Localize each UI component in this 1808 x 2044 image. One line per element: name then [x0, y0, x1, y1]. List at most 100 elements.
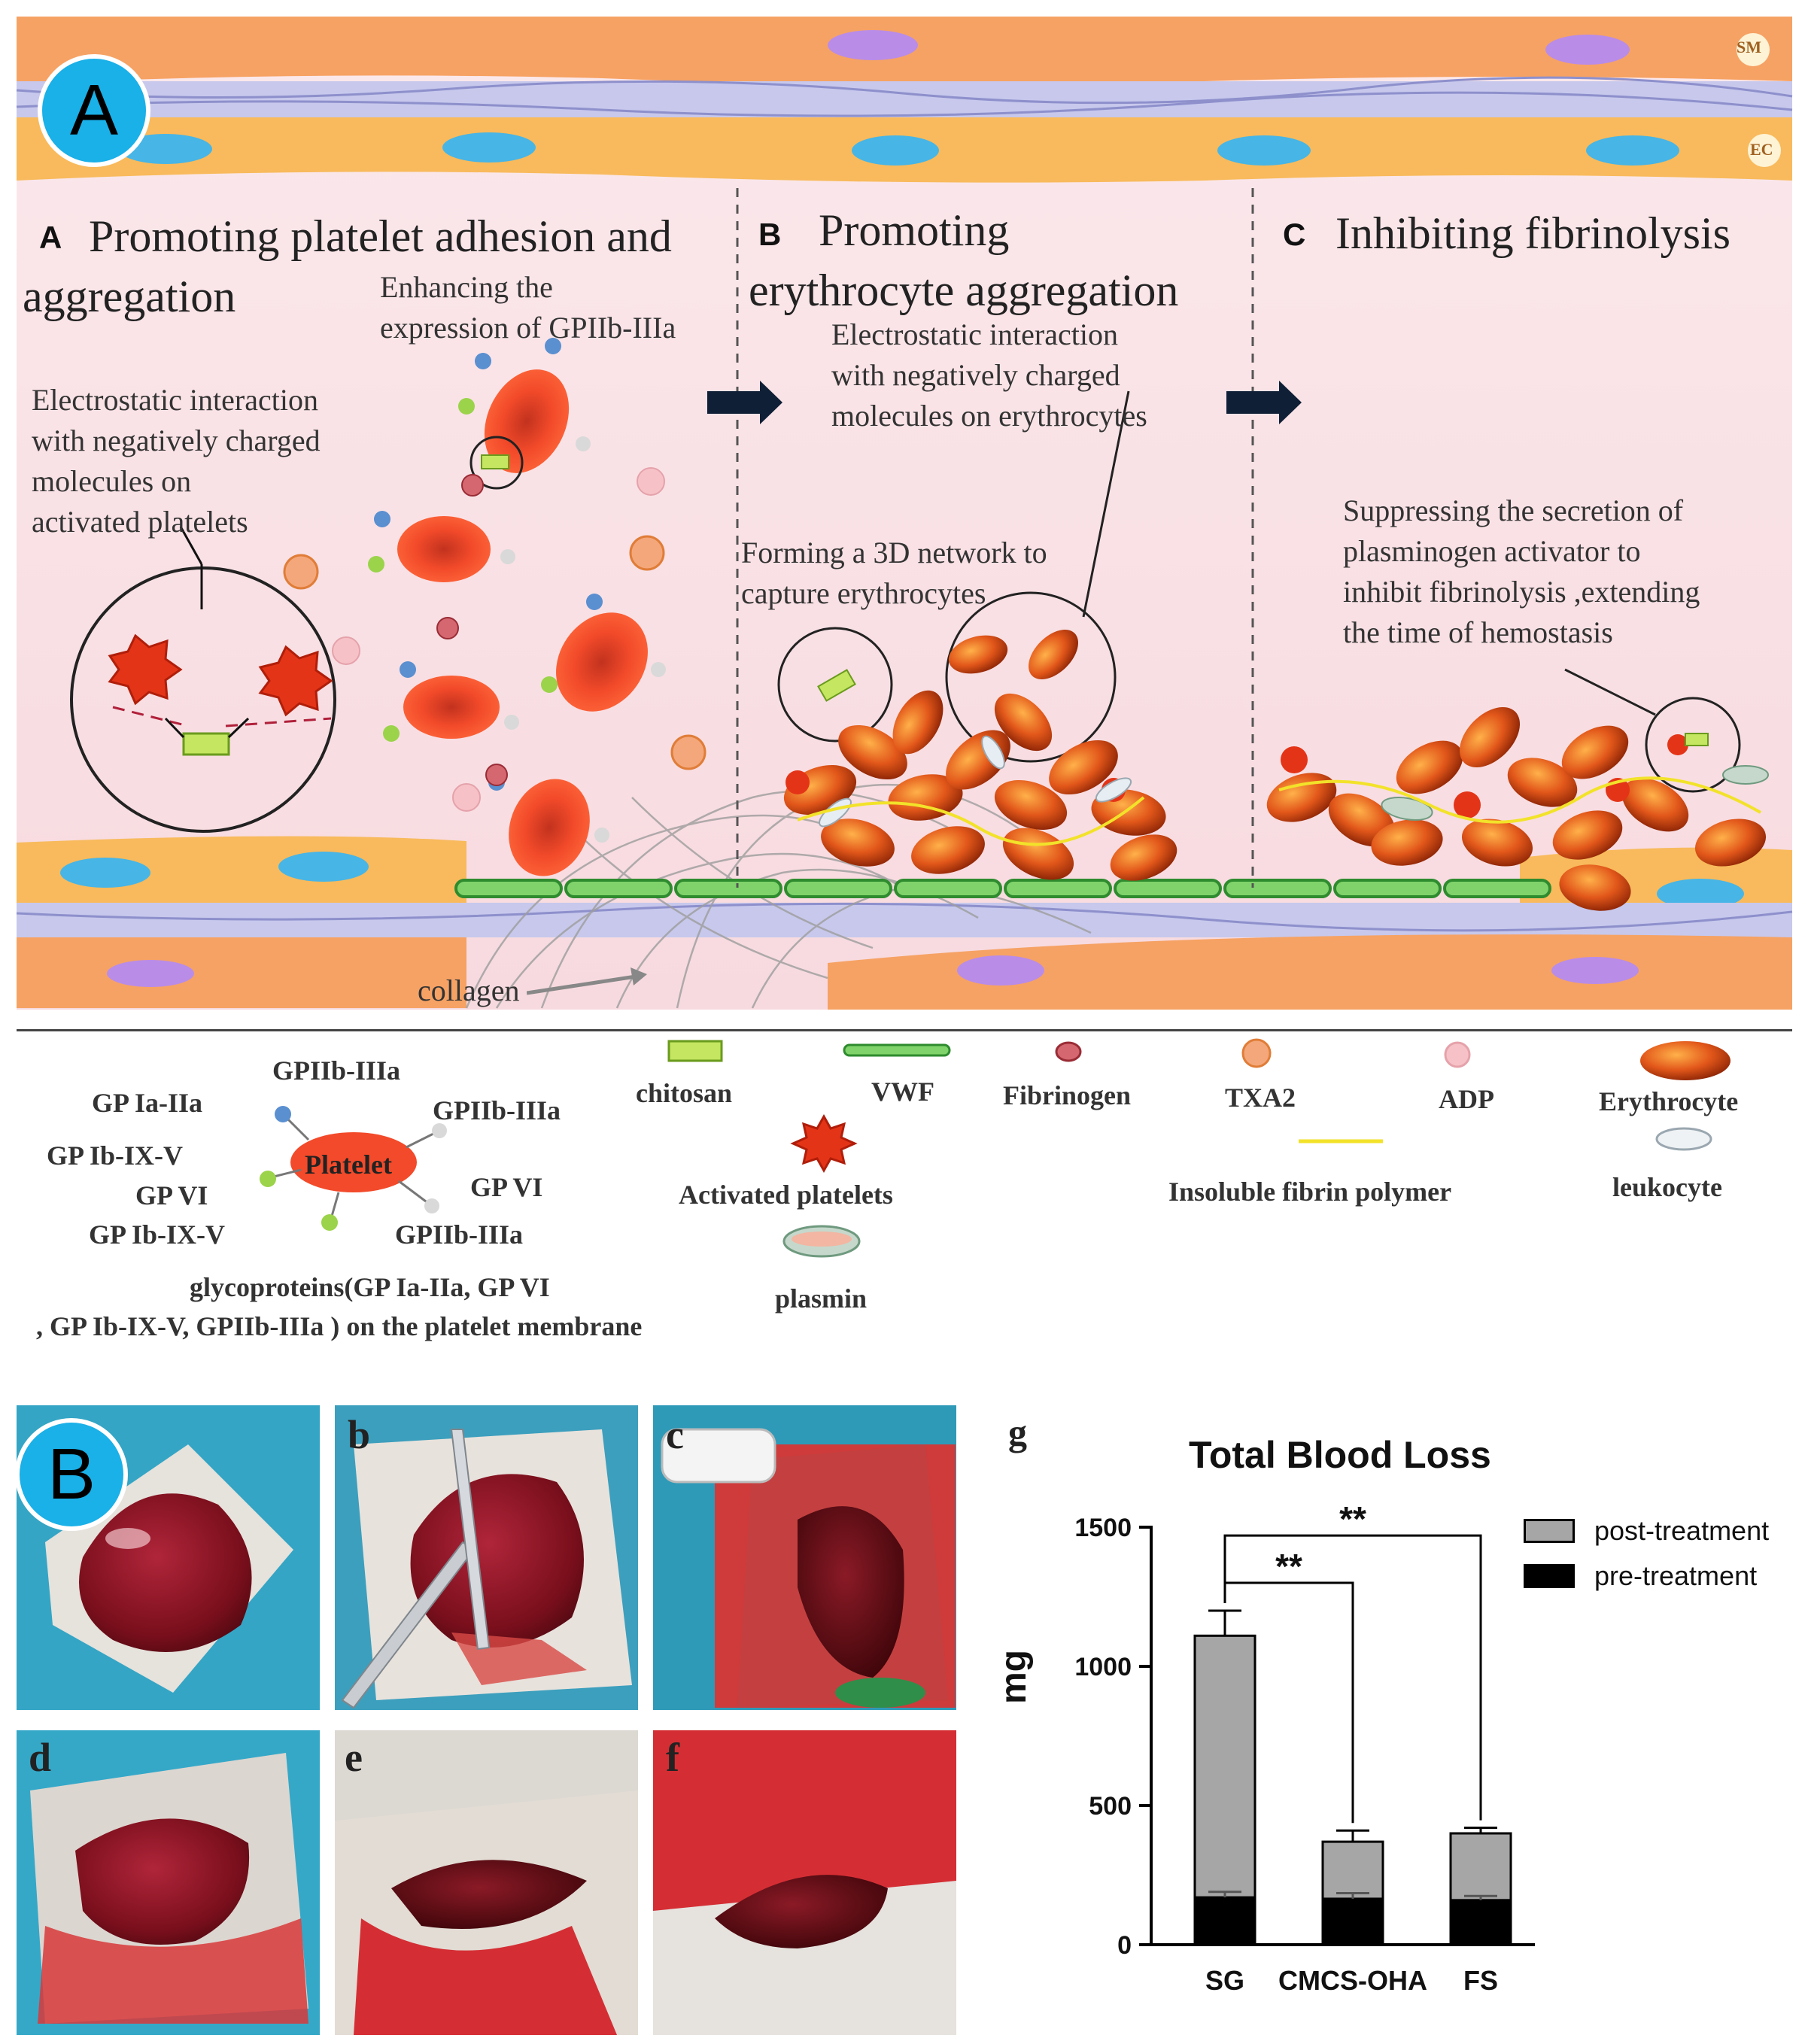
- legend-platelet-label: Platelet: [305, 1150, 392, 1180]
- legend-label-pre: pre-treatment: [1594, 1560, 1758, 1591]
- photo-label-b: b: [348, 1412, 371, 1457]
- chart-title: Total Blood Loss: [1189, 1434, 1491, 1476]
- panel-b-badge: B: [15, 1418, 128, 1531]
- legend-txa2: TXA2: [1225, 1083, 1296, 1113]
- legend-swatch-post: [1524, 1519, 1575, 1543]
- x-tick-label: CMCS-OHA: [1278, 1965, 1427, 1996]
- note-line: capture erythrocytes: [741, 576, 986, 610]
- section-b-title-line1: Promoting: [819, 205, 1010, 255]
- legend-gp-label: GPIIb-IIIa: [272, 1055, 401, 1086]
- legend-plasmin: plasmin: [775, 1283, 868, 1314]
- note-line: molecules on erythrocytes: [831, 399, 1147, 433]
- legend-plasmin-icon: [782, 1225, 861, 1258]
- legend-gp-label: GP VI: [470, 1172, 543, 1202]
- panel-a-badge: A: [38, 54, 150, 167]
- y-tick-label: 500: [1089, 1792, 1132, 1821]
- collagen-arrow: [527, 967, 647, 995]
- legend-swatch-pre: [1524, 1564, 1575, 1588]
- legend-glycoproteins: , GP Ib-IX-V, GPIIb-IIIa ) on the platel…: [36, 1311, 643, 1341]
- bar-post-treatment: [1449, 1832, 1512, 1902]
- legend-vwf-icon: [843, 1043, 951, 1057]
- bar-post-treatment: [1193, 1634, 1256, 1899]
- photo-b: [335, 1405, 638, 1710]
- legend-adp: ADP: [1439, 1084, 1494, 1114]
- note-line: with negatively charged: [831, 358, 1120, 392]
- photo-a: [17, 1405, 320, 1710]
- section-c-letter: C: [1283, 217, 1306, 252]
- note-gpiib-expression: Enhancing the expression of GPIIb-IIIa: [380, 267, 676, 348]
- note-line: inhibit fibrinolysis ,extending: [1343, 575, 1700, 609]
- note-electrostatic-platelets: Electrostatic interaction with negativel…: [32, 380, 321, 542]
- note-line: Forming a 3D network to: [741, 536, 1047, 569]
- section-c-title: Inhibiting fibrinolysis: [1335, 208, 1731, 258]
- note-line: the time of hemostasis: [1343, 615, 1613, 649]
- photo-e: [335, 1730, 638, 2035]
- legend-platelet-icon: [260, 1106, 447, 1231]
- y-tick-label: 1000: [1074, 1653, 1132, 1681]
- x-tick-label: SG: [1205, 1965, 1244, 1996]
- legend-activated-platelet-icon: [790, 1113, 858, 1174]
- photo-c: [653, 1405, 956, 1710]
- note-line: Electrostatic interaction: [32, 383, 318, 417]
- legend-fibrinogen: Fibrinogen: [1003, 1080, 1132, 1110]
- section-a-title-line1: Promoting platelet adhesion and: [89, 211, 672, 261]
- bar-post-treatment: [1321, 1840, 1384, 1900]
- photo-label-f: f: [666, 1735, 679, 1780]
- bar-pre-treatment: [1449, 1899, 1512, 1946]
- note-fibrinolysis: Suppressing the secretion of plasminogen…: [1343, 490, 1700, 653]
- ec-label: EC: [1750, 140, 1773, 159]
- collagen-label: collagen: [418, 973, 520, 1007]
- legend-label-post: post-treatment: [1594, 1515, 1770, 1546]
- note-electrostatic-erythrocytes: Electrostatic interaction with negativel…: [831, 314, 1147, 436]
- photo-label-e: e: [345, 1735, 363, 1780]
- arrow-b-to-c: [1226, 381, 1302, 424]
- note-line: molecules on: [32, 464, 192, 498]
- y-tick-label: 0: [1117, 1931, 1132, 1960]
- panel-b: B b c d e f g Total Blood Loss mg 0 500 10…: [0, 1399, 1808, 2039]
- legend-insoluble-fibrin: Insoluble fibrin polymer: [1168, 1177, 1452, 1207]
- significance-label: **: [1275, 1547, 1302, 1586]
- significance-label: **: [1339, 1499, 1366, 1538]
- section-b-letter: B: [758, 217, 782, 252]
- photo-label-d: d: [29, 1735, 52, 1780]
- vessel-illustration: [16, 17, 1793, 1010]
- bar-pre-treatment: [1193, 1896, 1256, 1946]
- legend-gp-label: GP Ib-IX-V: [47, 1140, 184, 1171]
- sm-label: SM: [1737, 38, 1761, 56]
- note-line: Suppressing the secretion of: [1343, 494, 1684, 527]
- legend-gp-label: GP Ib-IX-V: [89, 1219, 226, 1250]
- legend-leukocyte: leukocyte: [1612, 1172, 1722, 1202]
- note-line: Electrostatic interaction: [831, 317, 1118, 351]
- chart-letter: g: [1008, 1411, 1027, 1453]
- legend-erythrocyte: Erythrocyte: [1599, 1086, 1739, 1116]
- legend-erythrocyte-icon: [1640, 1041, 1731, 1080]
- arrow-a-to-b: [707, 381, 782, 424]
- legend-chitosan-icon: [667, 1040, 723, 1062]
- bar-pre-treatment: [1321, 1897, 1384, 1946]
- note-line: activated platelets: [32, 505, 248, 539]
- legend-gp-label: GPIIb-IIIa: [395, 1219, 524, 1250]
- legend-chitosan: chitosan: [636, 1078, 733, 1108]
- legend-txa2-icon: [1241, 1038, 1272, 1068]
- photo-f: [653, 1730, 956, 2035]
- x-tick-label: FS: [1463, 1965, 1498, 1996]
- chart-ylabel: mg: [994, 1650, 1034, 1704]
- section-a-letter: A: [39, 220, 62, 255]
- photo-d: [17, 1730, 320, 2035]
- legend-divider: [17, 1029, 1792, 1031]
- section-b-title-line2: erythrocyte aggregation: [749, 266, 1179, 315]
- photo-label-c: c: [666, 1412, 684, 1457]
- legend-gp-label: GP Ia-IIa: [92, 1088, 203, 1118]
- legend-item-post: post-treatment: [1524, 1508, 1769, 1554]
- photo-grid: [17, 1405, 956, 2035]
- legend-glycoproteins: glycoproteins(GP Ia-IIa, GP VI: [190, 1272, 550, 1302]
- panel-a: SM EC collagen A A Promoting platelet ad…: [16, 17, 1793, 1341]
- sm-nucleus: [828, 30, 918, 60]
- legend-gp-label: GP VI: [135, 1180, 208, 1210]
- note-3d-network: Forming a 3D network to capture erythroc…: [741, 533, 1047, 614]
- legend-fibrinogen-icon: [1055, 1041, 1082, 1062]
- y-tick-label: 1500: [1074, 1514, 1132, 1542]
- chart-legend: post-treatment pre-treatment: [1524, 1508, 1769, 1599]
- legend-adp-icon: [1444, 1041, 1471, 1068]
